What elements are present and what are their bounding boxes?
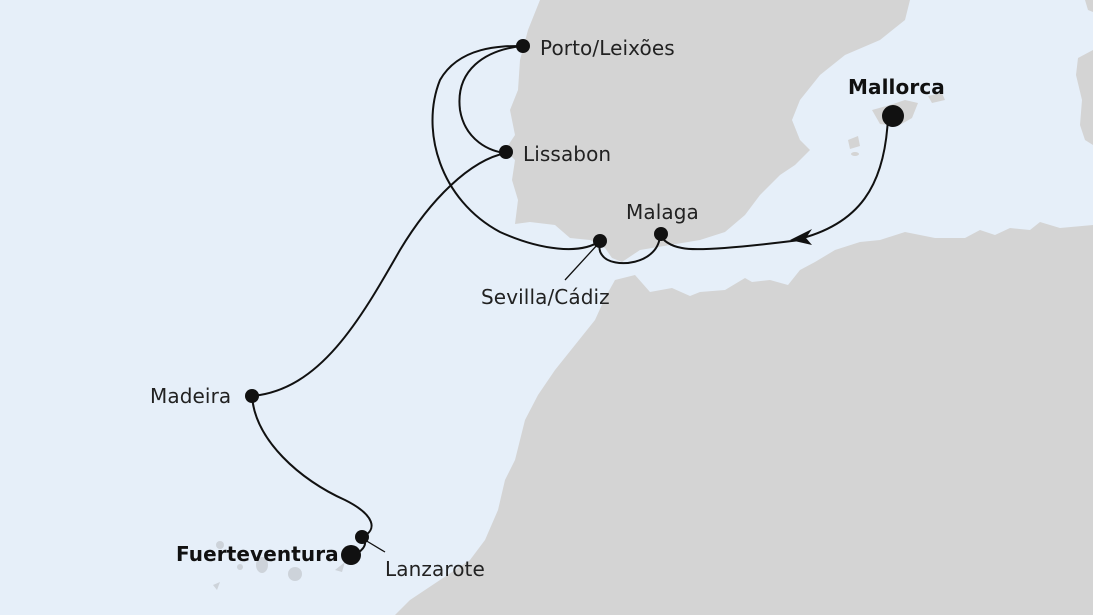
port-label-porto-leixoes: Porto/Leixões xyxy=(540,36,675,60)
port-label-lissabon: Lissabon xyxy=(523,142,612,166)
land-canary-islet xyxy=(216,541,224,549)
marker-malaga[interactable] xyxy=(654,227,668,241)
port-label-malaga: Malaga xyxy=(626,200,699,224)
land-formentera xyxy=(851,152,859,156)
marker-sevilla-cadiz[interactable] xyxy=(593,234,607,248)
route-path xyxy=(251,44,889,556)
arrow-icon xyxy=(790,229,812,245)
port-label-fuerteventura: Fuerteventura xyxy=(176,542,339,566)
land-ibiza xyxy=(848,136,860,149)
marker-lissabon[interactable] xyxy=(499,145,513,159)
sevilla-leader-line xyxy=(564,243,599,281)
marker-mallorca[interactable] xyxy=(882,105,904,127)
marker-madeira[interactable] xyxy=(245,389,259,403)
marker-lanzarote[interactable] xyxy=(355,530,369,544)
lanzarote-leader-line xyxy=(364,539,386,553)
marker-fuerteventura[interactable] xyxy=(341,545,361,565)
land-canary-islet xyxy=(213,582,220,590)
marker-porto-leixoes[interactable] xyxy=(516,39,530,53)
land-canary-islet xyxy=(335,562,345,572)
port-label-mallorca: Mallorca xyxy=(848,75,945,99)
land-iberia xyxy=(505,0,910,262)
land-africa xyxy=(395,222,1093,615)
land-sardinia xyxy=(1076,50,1093,145)
land-canary-islet xyxy=(237,564,243,570)
land-menorca xyxy=(928,93,945,103)
port-label-sevilla-cadiz: Sevilla/Cádiz xyxy=(481,285,610,309)
land-corsica xyxy=(1085,0,1093,12)
port-label-madeira: Madeira xyxy=(150,384,232,408)
land-canary-islet xyxy=(256,557,268,573)
land-canary-islet xyxy=(288,567,302,581)
port-label-lanzarote: Lanzarote xyxy=(385,557,485,581)
